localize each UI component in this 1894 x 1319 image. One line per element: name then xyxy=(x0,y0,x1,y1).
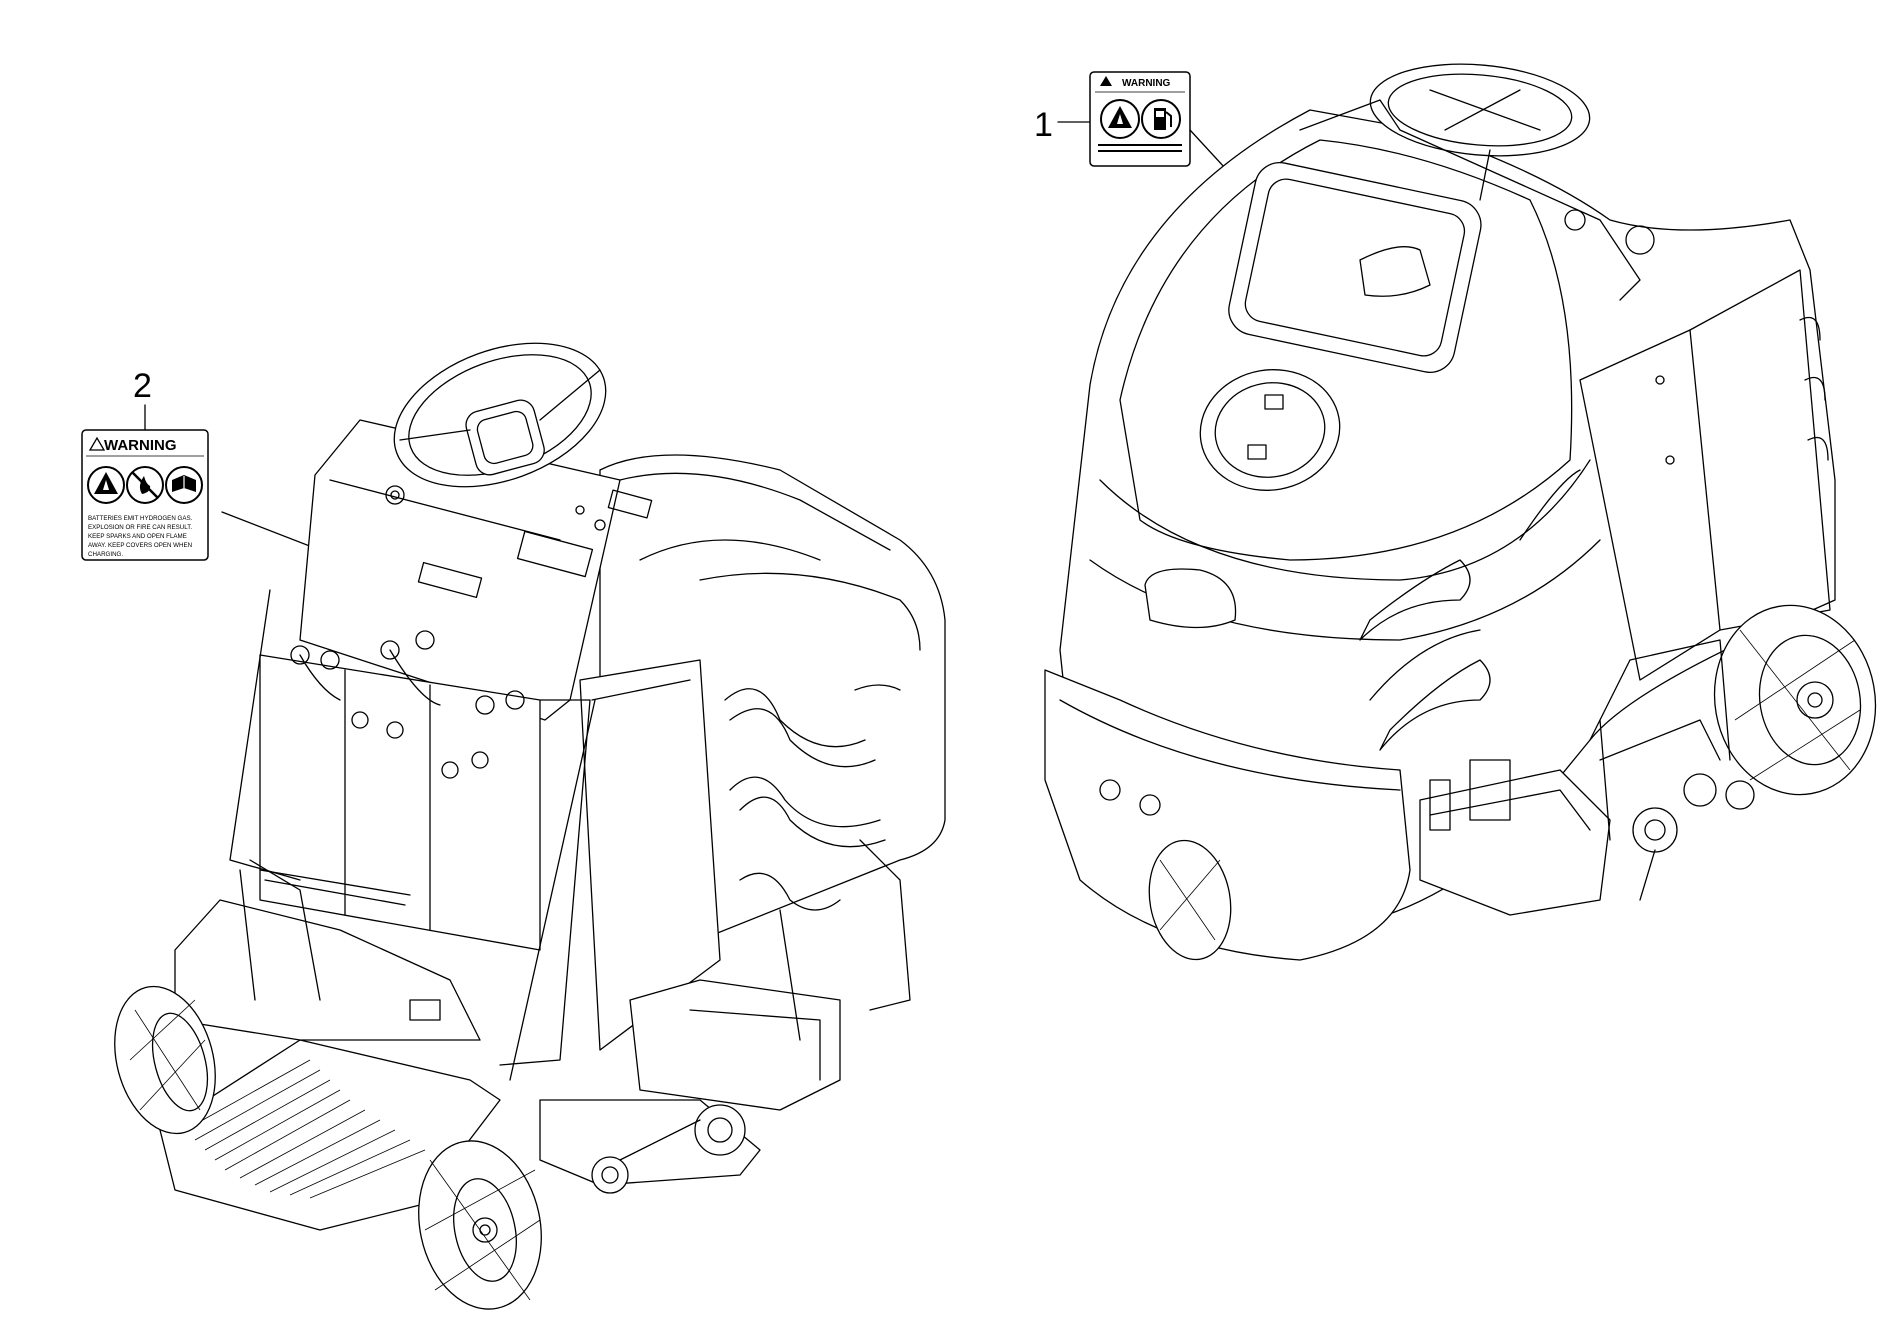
battery-warning-line-3: KEEP SPARKS AND OPEN FLAME xyxy=(88,533,187,540)
read-manual-icon xyxy=(165,466,203,504)
battery-warning-line-2: EXPLOSION OR FIRE CAN RESULT. xyxy=(88,524,192,531)
battery-warning-decal: WARNING BATTERIES EMIT HYDROGEN GAS. EXP… xyxy=(81,429,209,561)
battery-warning-line-5: CHARGING. xyxy=(88,551,123,558)
battery-warning-line-4: AWAY. KEEP COVERS OPEN WHEN xyxy=(88,542,192,549)
callout-1: 1 xyxy=(1034,106,1091,144)
callout-number-1: 1 xyxy=(1034,106,1053,144)
explosion-icon xyxy=(1100,99,1140,139)
machine-front-view xyxy=(1044,63,1877,961)
explosion-icon xyxy=(87,466,125,504)
battery-warning-heading: WARNING xyxy=(104,437,177,454)
no-flame-icon xyxy=(126,466,164,504)
fuel-pump-icon xyxy=(1141,99,1181,139)
callout-2: 2 xyxy=(133,367,152,431)
fuel-warning-decal: WARNING xyxy=(1089,71,1191,167)
callout-number-2: 2 xyxy=(133,367,152,405)
battery-warning-line-1: BATTERIES EMIT HYDROGEN GAS. xyxy=(88,515,193,522)
fuel-warning-text-lines xyxy=(1098,144,1182,152)
fuel-warning-heading: WARNING xyxy=(1122,78,1171,89)
battery-posts xyxy=(290,630,525,779)
machine-rear-view xyxy=(114,342,946,1310)
footplate-treads xyxy=(184,1059,426,1199)
